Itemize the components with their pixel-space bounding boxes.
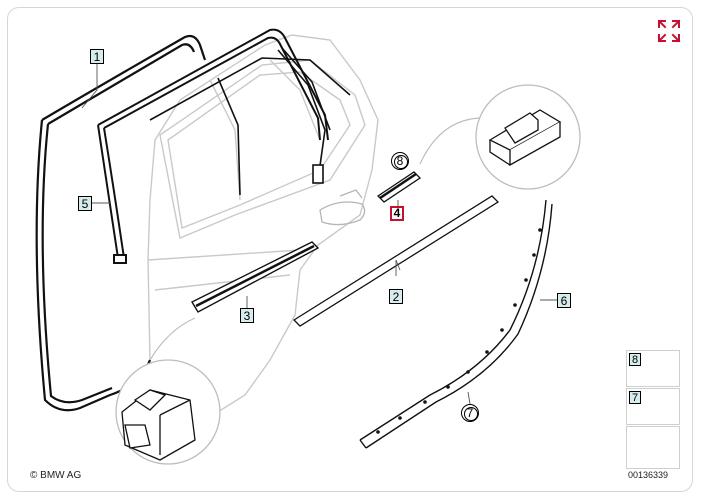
leader-lines xyxy=(81,62,557,405)
part-3-moulding-strip xyxy=(191,241,320,313)
callout-7[interactable]: 7 xyxy=(461,404,479,422)
legend-number: 7 xyxy=(629,391,641,404)
callout-8[interactable]: 8 xyxy=(391,152,409,170)
legend-item-7[interactable]: 7 xyxy=(626,388,680,425)
part-1-door-seal xyxy=(35,34,207,412)
part-7-clips xyxy=(376,228,542,434)
window-frame-strips xyxy=(149,47,351,196)
legend-item-8[interactable]: 8 xyxy=(626,350,680,387)
part-5-window-seal xyxy=(97,28,329,264)
door-handle xyxy=(319,189,366,226)
copyright-text: © BMW AG xyxy=(30,470,82,481)
part-4-small-strip xyxy=(376,171,422,203)
callout-5[interactable]: 5 xyxy=(78,196,92,211)
part-6-wheel-arch-trim xyxy=(359,199,553,449)
legend-item-wedge xyxy=(626,426,680,469)
expand-arrows-icon[interactable] xyxy=(656,18,682,44)
figure-number: 00136339 xyxy=(628,470,669,480)
door-outline xyxy=(147,34,379,421)
legend-number: 8 xyxy=(629,353,641,366)
callout-2[interactable]: 2 xyxy=(389,289,403,304)
callout-6[interactable]: 6 xyxy=(557,293,571,308)
callout-4[interactable]: 4 xyxy=(390,206,404,221)
detail-magnifier-bottom xyxy=(115,317,221,465)
detail-magnifier-top xyxy=(419,84,581,190)
callout-1[interactable]: 1 xyxy=(90,49,104,64)
callout-3[interactable]: 3 xyxy=(240,308,254,323)
